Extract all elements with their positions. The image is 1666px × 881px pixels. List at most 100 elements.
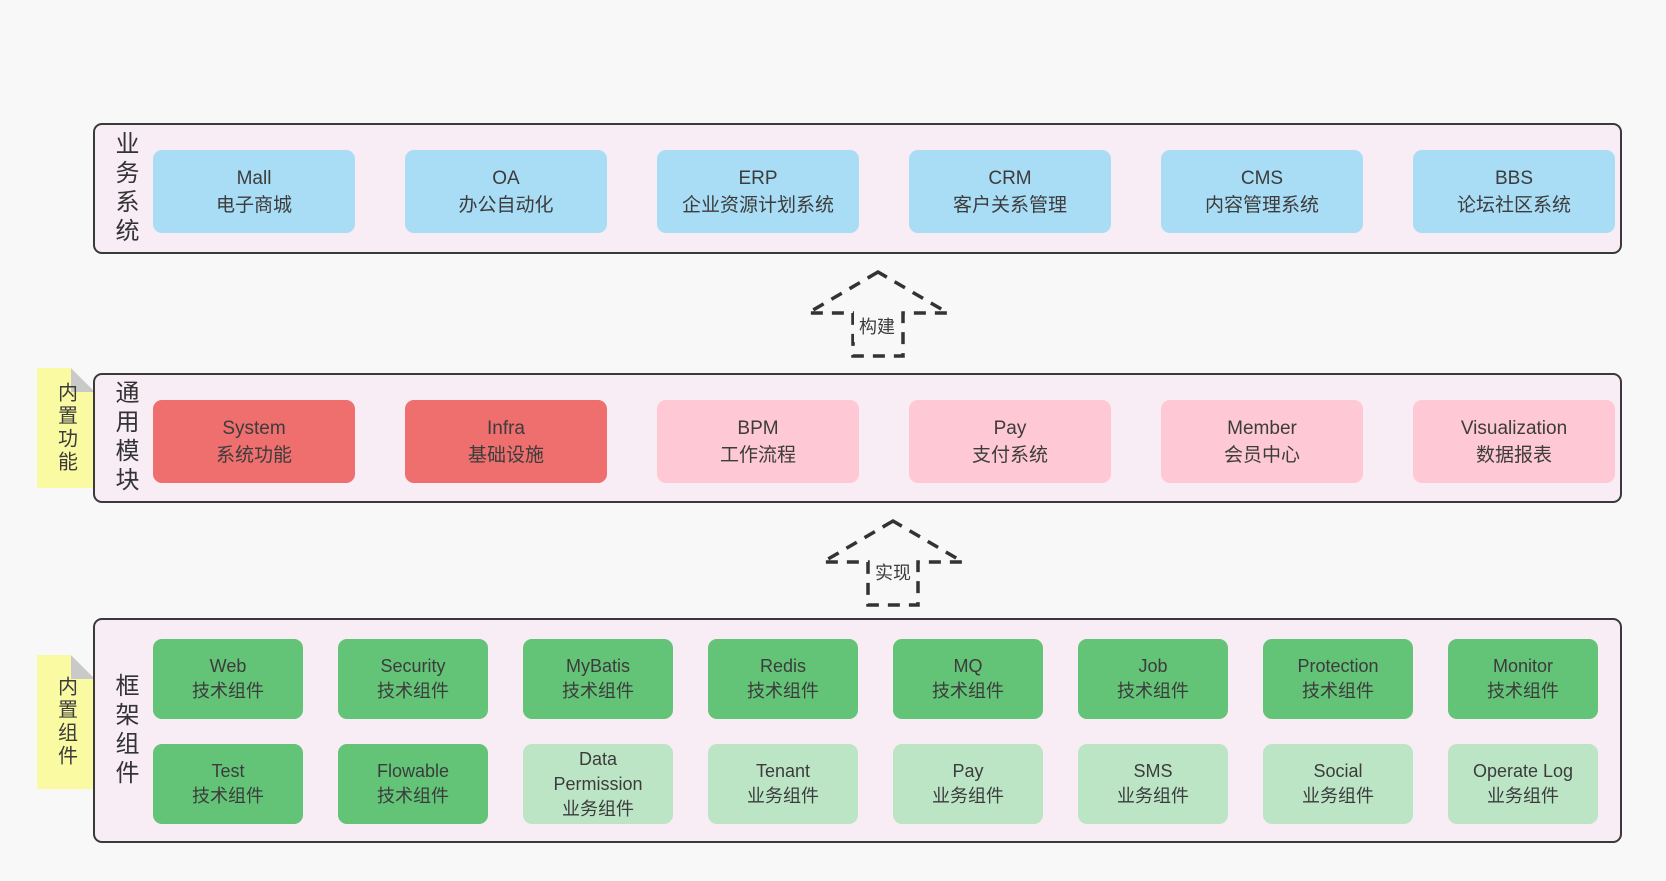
module-subtitle: 技术组件 [932,681,1004,701]
module-title: SMS [1133,761,1173,781]
module-subtitle: 电子商城 [215,194,292,216]
module-box: Redis 技术组件 [708,639,858,719]
module-subtitle: 技术组件 [1487,681,1559,701]
module-box: MQ 技术组件 [893,639,1043,719]
module-subtitle: 技术组件 [377,681,449,701]
module-subtitle: 业务组件 [1487,786,1559,806]
module-box: BBS 论坛社区系统 [1413,150,1615,233]
module-title: Infra [486,417,526,439]
module-subtitle: 支付系统 [971,444,1048,466]
module-box: ERP 企业资源计划系统 [657,150,859,233]
module-title: BBS [1494,167,1534,189]
module-title: ERP [738,167,778,189]
module-subtitle: 基础设施 [467,444,544,466]
panel-label: 框架组件 [111,672,138,789]
common-box-row: System 系统功能 Infra 基础设施 BPM 工作流程 Pay 支付系统 [153,400,1615,483]
module-title: Test [211,761,245,781]
module-subtitle: 工作流程 [719,444,796,466]
module-title: CRM [988,167,1032,189]
module-subtitle: 会员中心 [1223,444,1300,466]
module-subtitle: 客户关系管理 [952,194,1067,216]
module-box: OA 办公自动化 [405,150,607,233]
module-title: Pay [993,417,1027,439]
module-title: Mall [236,167,272,189]
module-subtitle: 办公自动化 [458,194,554,216]
module-box: Tenant 业务组件 [708,744,858,824]
module-box: Infra 基础设施 [405,400,607,483]
module-subtitle: 数据报表 [1475,444,1552,466]
implement-arrow-label: 实现 [870,556,916,588]
tag-label: 内置功能 [54,382,77,474]
module-box: CRM 客户关系管理 [909,150,1111,233]
module-subtitle: 业务组件 [747,786,819,806]
build-arrow-icon [801,269,955,358]
module-title: MQ [953,656,983,676]
module-box: CMS 内容管理系统 [1161,150,1363,233]
module-box: Protection 技术组件 [1263,639,1413,719]
tag-label: 内置组件 [54,676,77,768]
sticky-tag-built-in-components: 内置组件 [37,655,95,789]
module-subtitle: 内容管理系统 [1204,194,1319,216]
module-box: Social 业务组件 [1263,744,1413,824]
common-modules-panel: 通用模块 System 系统功能 Infra 基础设施 BPM 工作流程 [93,373,1622,503]
module-subtitle: 技术组件 [192,681,264,701]
module-box: Visualization 数据报表 [1413,400,1615,483]
module-subtitle: 系统功能 [215,444,292,466]
panel-label: 通用模块 [111,380,138,496]
module-title: Flowable [376,761,450,781]
module-title: Job [1138,656,1168,676]
module-title: Monitor [1492,656,1554,676]
framework-box-row-2: Test 技术组件 Flowable 技术组件 Data Permission … [153,744,1598,824]
module-subtitle: 业务组件 [1117,786,1189,806]
sticky-tag-built-in-features: 内置功能 [37,368,95,488]
module-box: SMS 业务组件 [1078,744,1228,824]
module-subtitle: 技术组件 [562,681,634,701]
module-title: Web [209,656,247,676]
module-title: Data Permission [553,748,643,794]
module-subtitle: 论坛社区系统 [1456,194,1571,216]
module-subtitle: 技术组件 [1117,681,1189,701]
module-box: Data Permission 业务组件 [523,744,673,824]
panel-label: 业务系统 [111,130,138,247]
module-subtitle: 业务组件 [932,786,1004,806]
module-subtitle: 技术组件 [1302,681,1374,701]
module-title: Redis [759,656,807,676]
module-title: CMS [1240,167,1284,189]
module-subtitle: 技术组件 [192,786,264,806]
module-title: Social [1313,761,1363,781]
module-box: Security 技术组件 [338,639,488,719]
module-title: Tenant [755,761,811,781]
module-title: Visualization [1460,417,1568,439]
module-box: Pay 业务组件 [893,744,1043,824]
module-box: Pay 支付系统 [909,400,1111,483]
implement-arrow-icon [816,518,970,607]
module-title: Operate Log [1472,761,1574,781]
module-title: OA [492,167,520,189]
module-subtitle: 技术组件 [377,786,449,806]
module-box: Operate Log 业务组件 [1448,744,1598,824]
module-box: MyBatis 技术组件 [523,639,673,719]
module-subtitle: 业务组件 [1302,786,1374,806]
module-subtitle: 业务组件 [562,798,634,819]
module-subtitle: 技术组件 [747,681,819,701]
module-box: Monitor 技术组件 [1448,639,1598,719]
module-box: Job 技术组件 [1078,639,1228,719]
module-title: Protection [1297,656,1379,676]
module-title: System [222,417,286,439]
business-box-row: Mall 电子商城 OA 办公自动化 ERP 企业资源计划系统 CRM 客户关系… [153,150,1615,233]
business-systems-panel: 业务系统 Mall 电子商城 OA 办公自动化 ERP 企业资源计划系统 [93,123,1622,254]
build-arrow-label: 构建 [854,310,900,342]
module-box: Mall 电子商城 [153,150,355,233]
module-box: Member 会员中心 [1161,400,1363,483]
module-box: Test 技术组件 [153,744,303,824]
module-title: MyBatis [565,656,630,676]
module-box: Flowable 技术组件 [338,744,488,824]
framework-box-row-1: Web 技术组件 Security 技术组件 MyBatis 技术组件 Redi… [153,639,1598,719]
module-box: Web 技术组件 [153,639,303,719]
module-title: Member [1227,417,1297,439]
module-title: Security [380,656,446,676]
module-box: System 系统功能 [153,400,355,483]
module-title: BPM [737,417,779,439]
module-box: BPM 工作流程 [657,400,859,483]
